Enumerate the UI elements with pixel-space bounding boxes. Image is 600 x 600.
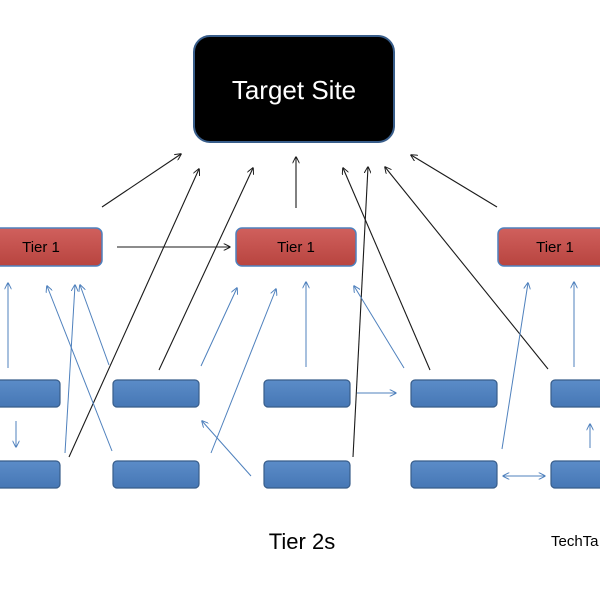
link-arrow <box>343 168 431 371</box>
link-arrow <box>501 283 528 450</box>
link-arrow <box>354 286 405 369</box>
target-site-node: Target Site <box>193 35 395 143</box>
link-arrow <box>210 289 276 454</box>
tier2-node <box>410 379 498 408</box>
link-arrow <box>411 155 498 208</box>
tier1-label: Tier 1 <box>277 239 315 256</box>
tier2-node <box>263 460 351 489</box>
link-arrow <box>64 285 75 454</box>
link-arrow <box>80 285 110 366</box>
target-site-label: Target Site <box>232 75 356 105</box>
tier2-node <box>112 460 200 489</box>
tier2-node <box>112 379 200 408</box>
tier2-node <box>0 379 61 408</box>
watermark-text: TechTa <box>551 533 599 550</box>
tier1-node-left: Tier 1 <box>0 227 103 267</box>
tier1-node-right: Tier 1 <box>497 227 600 267</box>
tier1-node-center: Tier 1 <box>235 227 357 267</box>
link-arrow <box>385 167 549 370</box>
tier2-node <box>263 379 351 408</box>
link-arrow <box>47 286 113 452</box>
link-arrow <box>158 168 253 371</box>
tier2-node <box>550 460 600 489</box>
link-arrow <box>352 167 368 458</box>
link-arrow <box>68 169 199 458</box>
link-arrow <box>101 154 181 208</box>
tier1-label: Tier 1 <box>22 239 60 256</box>
tier1-label: Tier 1 <box>536 239 574 256</box>
tier2-caption: Tier 2s <box>269 529 335 554</box>
tier2-node <box>410 460 498 489</box>
tier2-node <box>0 460 61 489</box>
link-arrow <box>200 288 237 367</box>
tier2-node <box>550 379 600 408</box>
link-arrow <box>202 421 252 477</box>
